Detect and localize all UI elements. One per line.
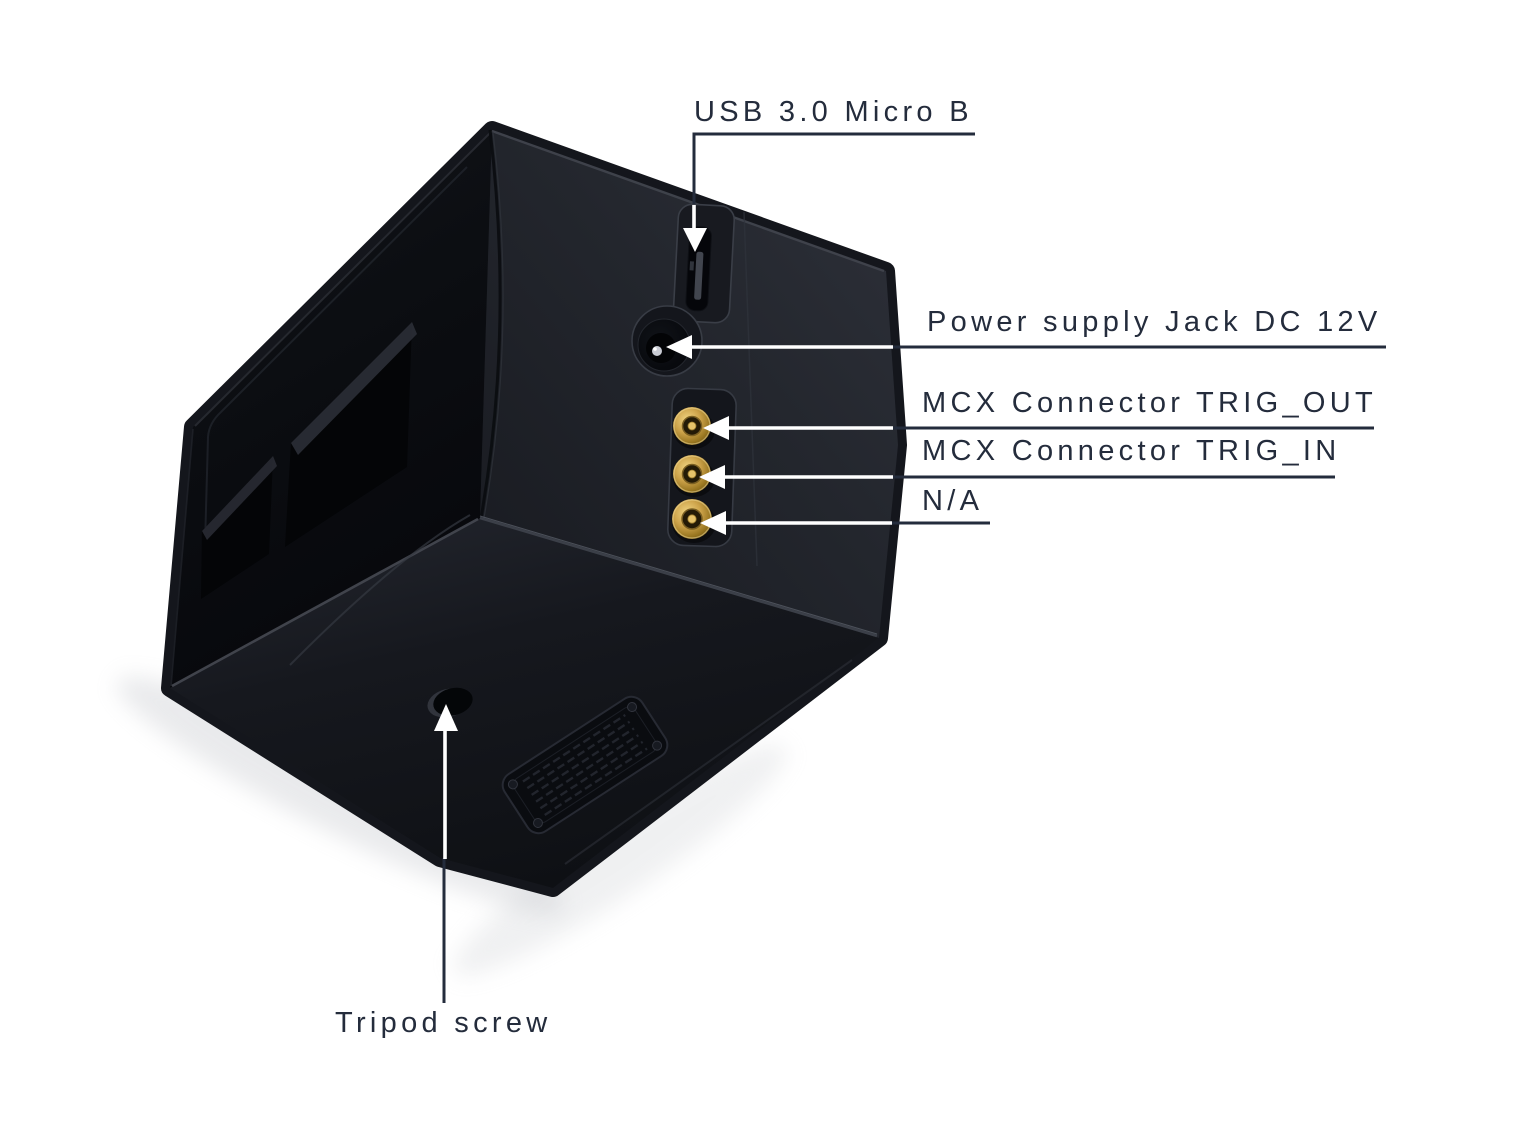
- arrow-na-icon: [700, 511, 726, 535]
- arrow-tripod-icon: [434, 704, 458, 731]
- arrow-power-icon: [666, 335, 692, 359]
- mcx-connector-trig-in: [673, 455, 715, 497]
- device-right-face: [480, 130, 898, 638]
- label-trig-out: MCX Connector TRIG_OUT: [922, 387, 1378, 419]
- arrow-trig-in-icon: [699, 465, 725, 489]
- leader-line-usb: [692, 132, 975, 204]
- arrow-usb-icon: [683, 228, 707, 252]
- sensor-window-large: [285, 322, 417, 547]
- label-trig-in: MCX Connector TRIG_IN: [922, 435, 1341, 467]
- leader-lines: [434, 132, 1386, 1003]
- mcx-connector-na: [672, 499, 716, 543]
- arrow-trig-out-icon: [703, 416, 729, 440]
- label-na: N/A: [922, 485, 984, 517]
- mcx-connector-trig-out: [673, 407, 715, 449]
- label-tripod: Tripod screw: [335, 1007, 552, 1039]
- label-usb: USB 3.0 Micro B: [694, 96, 973, 128]
- tripod-screw-hole: [427, 687, 473, 718]
- device-photo: [161, 121, 907, 897]
- sensor-window-small: [201, 456, 277, 599]
- label-power: Power supply Jack DC 12V: [927, 306, 1382, 338]
- vent-grille: [501, 695, 669, 835]
- usb-port: [672, 203, 736, 324]
- dc-jack: [631, 305, 703, 377]
